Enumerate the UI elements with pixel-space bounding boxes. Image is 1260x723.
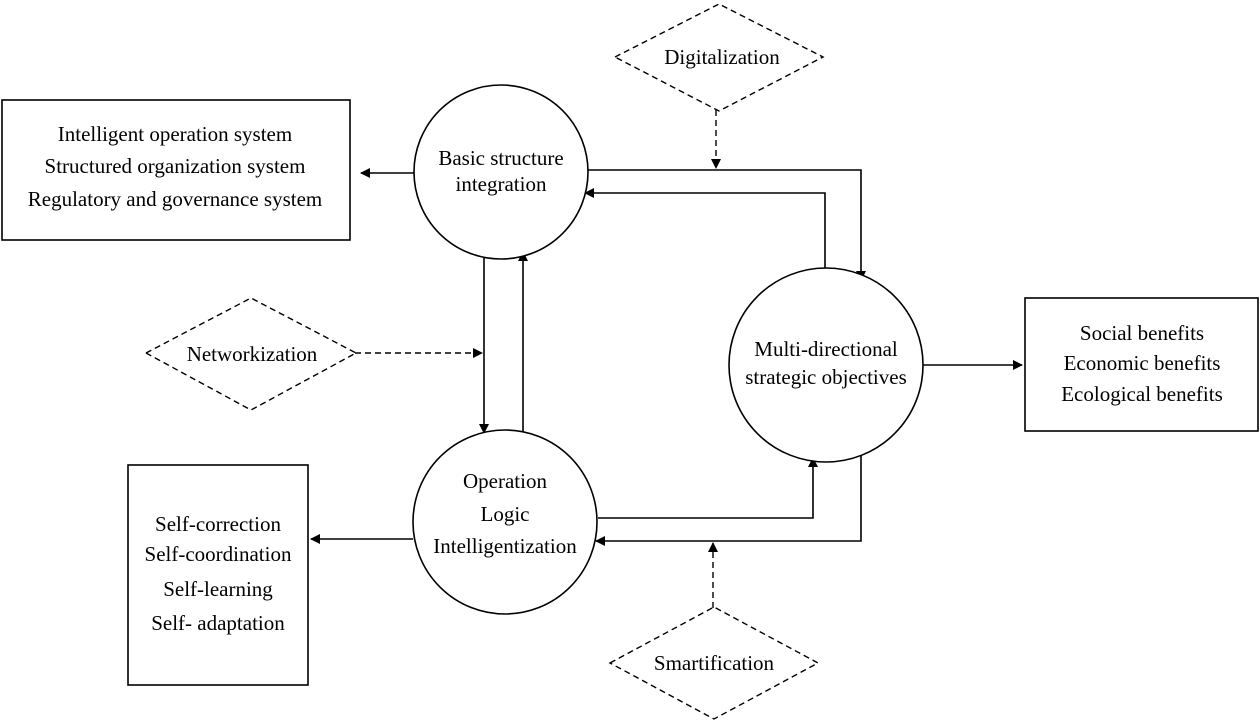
node-multi-directional: Multi-directional strategic objectives — [728, 267, 924, 463]
arrow-multi-to-operation — [595, 450, 862, 546]
arrow-basic-to-multi — [588, 169, 866, 281]
node-operation-logic: Operation Logic Intelligentization — [412, 429, 598, 615]
self-line-4: Self- adaptation — [151, 611, 285, 635]
self-box: Self-correction Self-coordination Self-l… — [127, 464, 309, 686]
systems-box: Intelligent operation system Structured … — [1, 99, 351, 241]
multi-line-2: strategic objectives — [745, 365, 907, 389]
networkization-label: Networkization — [187, 342, 318, 366]
basic-line-1: Basic structure — [438, 146, 563, 170]
systems-line-1: Intelligent operation system — [58, 122, 292, 146]
systems-line-3: Regulatory and governance system — [28, 187, 323, 211]
self-line-1: Self-correction — [155, 512, 281, 536]
benefits-box: Social benefits Economic benefits Ecolog… — [1024, 297, 1259, 432]
benefits-line-2: Economic benefits — [1064, 351, 1221, 375]
driver-networkization: Networkization — [144, 297, 358, 411]
driver-smartification: Smartification — [608, 606, 820, 720]
self-line-3: Self-learning — [163, 577, 273, 601]
benefits-line-1: Social benefits — [1080, 321, 1204, 345]
driver-digitalization: Digitalization — [613, 3, 825, 112]
operation-line-1: Operation — [463, 469, 547, 493]
digitalization-label: Digitalization — [664, 45, 780, 69]
benefits-line-3: Ecological benefits — [1061, 382, 1223, 406]
arrow-multi-to-basic — [584, 188, 826, 275]
self-line-2: Self-coordination — [145, 542, 292, 566]
operation-line-3: Intelligentization — [433, 534, 577, 558]
arrow-operation-to-multi — [598, 457, 818, 519]
operation-line-2: Logic — [481, 502, 530, 526]
smartification-label: Smartification — [654, 651, 775, 675]
node-basic-structure: Basic structure integration — [413, 84, 589, 260]
systems-line-2: Structured organization system — [45, 154, 306, 178]
basic-line-2: integration — [456, 172, 547, 196]
multi-line-1: Multi-directional — [754, 337, 898, 361]
